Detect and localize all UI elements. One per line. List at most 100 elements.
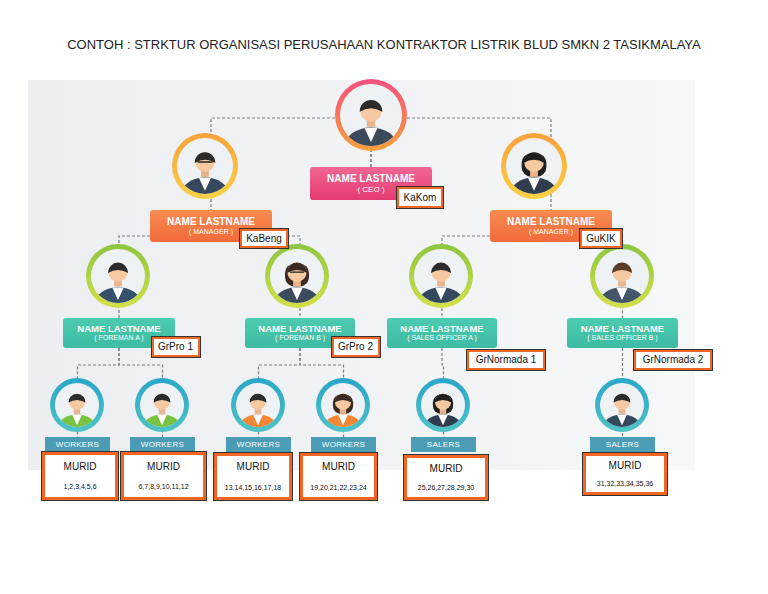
avatar-body <box>510 178 558 211</box>
avatar-shirt <box>157 415 167 426</box>
name-text: SALERS <box>606 440 639 449</box>
avatar-body <box>95 287 141 319</box>
detail-text: 19,20,21,22,23,24 <box>310 484 366 492</box>
avatar-glasses <box>290 271 304 272</box>
avatar-head <box>250 394 266 410</box>
avatar-shirt <box>338 415 348 426</box>
diagram-title: CONTOH : STRKTUR ORGANISASI PERUSAHAAN K… <box>67 37 701 52</box>
avatar-ring <box>231 378 285 432</box>
name-text: WORKERS <box>237 440 280 449</box>
avatar-figure <box>239 394 278 442</box>
avatar-hair <box>334 394 351 403</box>
name-text: KaKom <box>404 192 437 204</box>
name-text: GrPro 1 <box>158 341 193 353</box>
avatar-icon <box>86 244 150 319</box>
name-text: GrPro 2 <box>338 341 373 353</box>
avatar-figure <box>603 394 642 442</box>
avatar-icon <box>416 378 470 441</box>
avatar-icon <box>590 244 654 319</box>
avatar-icon <box>265 244 329 319</box>
avatar-ring <box>590 244 654 308</box>
avatar-body <box>274 287 320 319</box>
avatar-hair <box>524 152 545 163</box>
avatar-hair <box>68 394 85 403</box>
avatar-shirt <box>112 288 124 300</box>
avatar-icon <box>50 378 104 441</box>
avatar-hair <box>108 263 128 274</box>
avatar-figure <box>58 394 97 442</box>
assignee-tag: GuKIK <box>580 229 622 248</box>
avatar-head <box>431 263 450 282</box>
detail-text: ( MANAGER ) <box>529 228 573 236</box>
assignee-tag: GrPro 1 <box>152 337 200 357</box>
detail-text: 25,26,27,28,29,30 <box>418 484 474 492</box>
detail-text: ( SALES OFFICER B ) <box>587 334 657 342</box>
avatar-head <box>435 394 451 410</box>
name-text: GuKIK <box>586 233 615 245</box>
avatar-icon <box>335 79 407 164</box>
name-text: NAME LASTNAME <box>327 173 415 185</box>
avatar-hair <box>333 394 353 413</box>
avatar-ring <box>409 244 473 308</box>
avatar-head <box>614 394 630 410</box>
avatar-glasses <box>198 161 213 162</box>
avatar-hair <box>522 153 547 177</box>
avatar-shirt <box>617 415 627 426</box>
name-text: MURID <box>237 461 270 473</box>
avatar-body <box>418 287 464 319</box>
avatar-figure <box>274 263 320 320</box>
avatar-figure <box>95 263 141 320</box>
avatar-shirt <box>435 288 447 300</box>
avatar-shirt <box>253 415 263 426</box>
assignee-tag: GrNormada 1 <box>467 350 545 370</box>
group-box: SALERS <box>411 437 476 452</box>
avatar-ring <box>501 133 567 199</box>
name-text: MURID <box>64 461 97 473</box>
detail-text: 6,7,8,9,10,11,12 <box>138 483 188 491</box>
avatar-hair <box>195 152 216 163</box>
avatar-ring <box>416 378 470 432</box>
avatar-head <box>154 394 170 410</box>
name-text: MURID <box>322 461 355 473</box>
group-box: WORKERS <box>311 437 376 452</box>
avatar-shirt <box>72 415 82 426</box>
avatar-head <box>335 394 351 410</box>
detail-text: ( FOREMAN A ) <box>94 334 143 342</box>
avatar-hair <box>287 263 307 274</box>
avatar-ring <box>50 378 104 432</box>
detail-text: ( FOREMAN B ) <box>275 334 325 342</box>
avatar-figure <box>181 152 229 210</box>
avatar-hair <box>285 264 309 287</box>
group-box: WORKERS <box>45 437 110 452</box>
avatar-icon <box>595 378 649 441</box>
role-box: NAME LASTNAME( SALES OFFICER A ) <box>387 318 497 348</box>
name-text: GrNormada 2 <box>643 354 704 366</box>
avatar-body <box>599 287 645 319</box>
title-row: CONTOH : STRKTUR ORGANISASI PERUSAHAAN K… <box>0 37 768 52</box>
detail-text: ( MANAGER ) <box>189 228 233 236</box>
avatar-ring <box>316 378 370 432</box>
student-box: MURID1,2,3,4,5,6 <box>42 452 118 500</box>
student-box: MURID31,32,33,34,35,36 <box>583 453 667 495</box>
assignee-tag: KaKom <box>397 187 443 208</box>
name-text: NAME LASTNAME <box>400 324 483 335</box>
avatar-head <box>612 263 631 282</box>
avatar-shirt <box>291 288 303 300</box>
avatar-body <box>345 128 397 164</box>
avatar-head <box>360 100 382 122</box>
avatar-head <box>524 152 544 172</box>
avatar-figure <box>418 263 464 320</box>
detail-text: ( SALES OFFICER A ) <box>407 334 477 342</box>
name-text: NAME LASTNAME <box>581 324 664 335</box>
name-text: WORKERS <box>322 440 365 449</box>
avatar-hair <box>153 394 170 403</box>
detail-text: ( CEO ) <box>357 185 384 194</box>
avatar-shirt <box>199 178 211 191</box>
avatar-ring <box>595 378 649 432</box>
avatar-icon <box>501 133 567 211</box>
avatar-ring <box>335 79 407 151</box>
avatar-shirt <box>616 288 628 300</box>
name-text: SALERS <box>427 440 460 449</box>
